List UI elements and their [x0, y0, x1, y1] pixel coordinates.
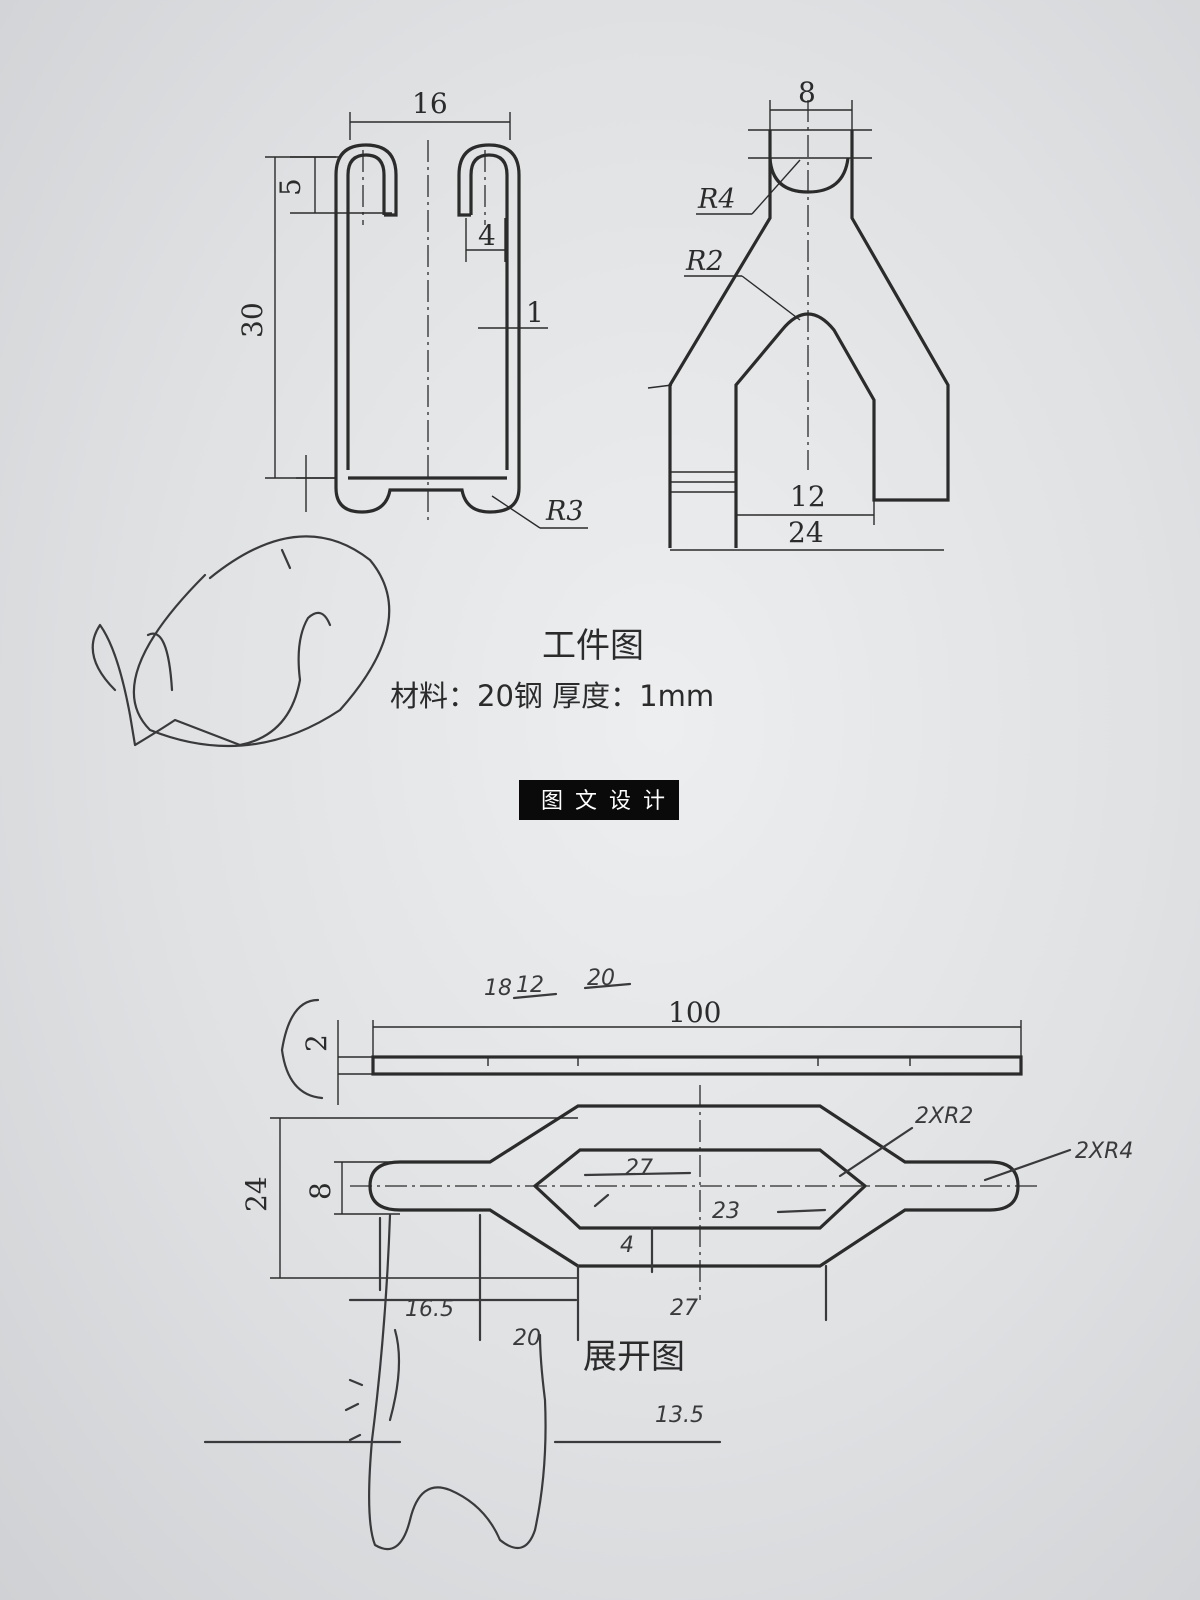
- note-23: 23: [712, 1199, 740, 1224]
- sketch-marks: [344, 1328, 401, 1442]
- note-16-5: 16.5: [405, 1297, 454, 1322]
- dim-16-label: 16: [412, 87, 448, 120]
- note-23-line: [593, 1193, 827, 1214]
- bottom-dim-lines: [348, 1213, 828, 1342]
- r3-leader: [491, 495, 541, 529]
- note-18: 18: [484, 976, 512, 1001]
- r3-label: R3: [545, 496, 584, 527]
- note-27b: 27: [670, 1296, 698, 1321]
- right-hook-outer: [469, 153, 509, 470]
- note-4: 4: [620, 1233, 634, 1258]
- note-underlines: [512, 982, 632, 1000]
- bottom-lugs: [334, 470, 521, 514]
- left-hook-inner: [334, 143, 398, 470]
- dim-2-pencil-circle: [280, 998, 324, 1100]
- workpiece-side-view: 8 R4 R2 12 24: [647, 76, 950, 551]
- fork-edge-tick: [647, 384, 673, 389]
- note-2xr4: 2XR4: [1075, 1139, 1133, 1164]
- dim-100-label: 100: [668, 996, 721, 1029]
- dim-1-label: 1: [526, 296, 544, 329]
- right-hook-inner: [457, 143, 521, 470]
- sketch-folded-part: [368, 1213, 547, 1551]
- r2-leader: [741, 275, 801, 321]
- note-2xr2-leader: [838, 1126, 914, 1178]
- note-2xr2: 2XR2: [915, 1104, 973, 1129]
- dim-24b-label: 24: [240, 1176, 273, 1212]
- watermark-stamp: 图文设计: [519, 780, 679, 820]
- dim-24-label: 24: [788, 516, 824, 549]
- dim-5-label: 5: [274, 178, 307, 196]
- doodle-tick: [280, 548, 292, 570]
- note-13-5: 13.5: [655, 1403, 704, 1428]
- workpiece-spec: 材料：20钢 厚度：1mm: [390, 679, 714, 713]
- watermark-text: 图文设计: [541, 789, 677, 814]
- note-2xr4-leader: [983, 1148, 1072, 1182]
- workpiece-title: 工件图: [542, 626, 644, 666]
- development-view: 100 2 24 8 18 12 20 2XR2 2XR4 27: [203, 966, 1133, 1551]
- pencil-doodle: [91, 535, 391, 748]
- dim-4-label: 4: [478, 219, 496, 252]
- r4-label: R4: [697, 184, 736, 215]
- doodle-scribble: [91, 611, 332, 747]
- note-27a-line: [583, 1171, 692, 1177]
- workpiece-front-view: 16 5 30 4 1 R3: [236, 87, 588, 529]
- development-title: 展开图: [583, 1337, 685, 1377]
- note-20b: 20: [513, 1326, 541, 1351]
- left-hook-outer: [346, 153, 386, 470]
- dim-12-label: 12: [790, 480, 826, 513]
- dim-8b-label: 8: [304, 1182, 337, 1200]
- dim-30-label: 30: [236, 302, 269, 338]
- dim-2-label: 2: [300, 1034, 333, 1052]
- dim-8-label: 8: [798, 76, 816, 109]
- blank-outline: [368, 1104, 1020, 1268]
- r2-label: R2: [685, 246, 724, 277]
- note-12: 12: [516, 973, 544, 998]
- r4-leader: [751, 159, 801, 215]
- fork-outline: [668, 130, 950, 548]
- note-27a: 27: [625, 1156, 653, 1181]
- side-hook-arc: [768, 157, 850, 194]
- doodle-loop: [132, 535, 391, 748]
- strip-side-view: [371, 1055, 1023, 1076]
- watermark-background: [519, 780, 679, 820]
